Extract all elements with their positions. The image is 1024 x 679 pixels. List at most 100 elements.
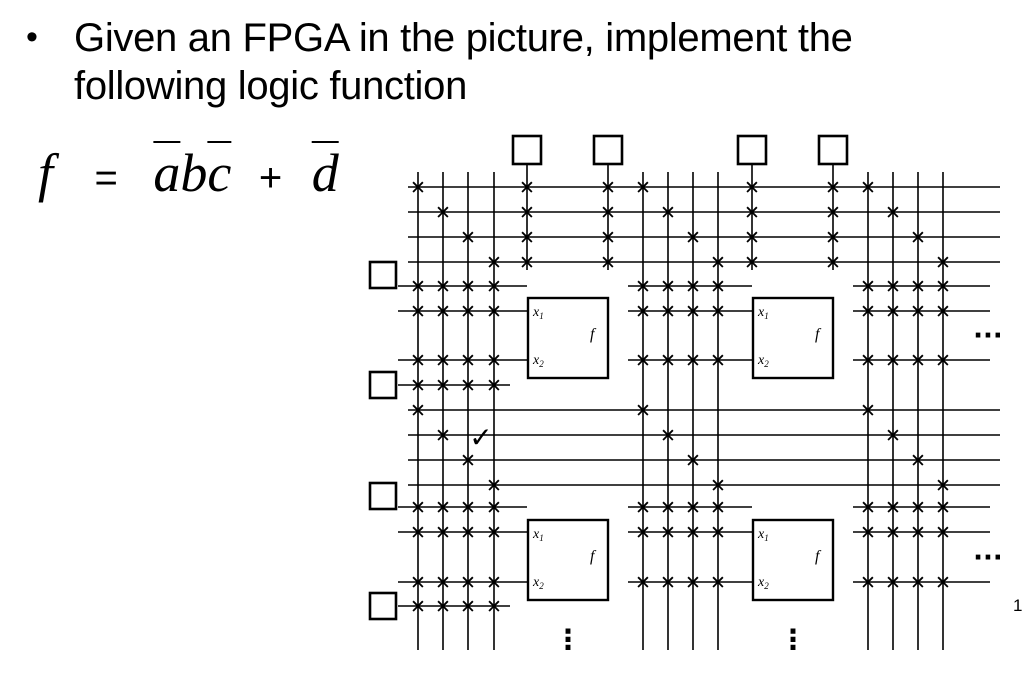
switch-cross: ✕ [935, 522, 951, 544]
continuation-right: ··· [973, 321, 1000, 351]
input-x1-label: x1 [532, 527, 544, 543]
switch-cross: ✕ [710, 276, 726, 298]
input-x1-sub: 1 [764, 311, 769, 321]
switch-cross: ✕ [744, 177, 760, 199]
switch-cross: ✕ [635, 572, 651, 594]
check-mark: ✓ [469, 421, 492, 454]
switch-cross: ✕ [710, 497, 726, 519]
switch-cross: ✕ [885, 522, 901, 544]
logic-block [526, 296, 610, 380]
switch-cross: ✕ [635, 497, 651, 519]
switch-cross: ✕ [660, 497, 676, 519]
logic-block [526, 518, 610, 602]
switch-cross: ✕ [860, 400, 876, 422]
switch-cross: ✕ [410, 177, 426, 199]
switch-cross: ✕ [435, 276, 451, 298]
switch-cross: ✕ [486, 350, 502, 372]
switch-cross: ✕ [910, 350, 926, 372]
switch-cross: ✕ [935, 252, 951, 274]
switch-cross: ✕ [410, 522, 426, 544]
formula-equals: = [94, 156, 118, 200]
switch-cross: ✕ [860, 276, 876, 298]
input-x1-sub: 1 [539, 311, 544, 321]
switch-cross: ✕ [935, 301, 951, 323]
switch-cross: ✕ [685, 350, 701, 372]
switch-cross: ✕ [935, 475, 951, 497]
switch-cross: ✕ [435, 572, 451, 594]
switch-cross: ✕ [435, 596, 451, 618]
switch-cross: ✕ [825, 227, 841, 249]
output-f-label: f [590, 326, 597, 343]
switch-cross: ✕ [486, 375, 502, 397]
switch-cross: ✕ [660, 276, 676, 298]
switch-cross: ✕ [635, 276, 651, 298]
bullet-dot: • [26, 18, 38, 56]
switch-cross: ✕ [460, 497, 476, 519]
switch-cross: ✕ [635, 301, 651, 323]
routing-wires [398, 163, 1000, 650]
switch-cross: ✕ [410, 497, 426, 519]
bullet-text: Given an FPGA in the picture, implement … [74, 14, 994, 110]
switch-cross: ✕ [410, 350, 426, 372]
logic-block [751, 518, 835, 602]
switch-cross: ✕ [635, 177, 651, 199]
input-x1-label: x1 [757, 305, 769, 321]
formula-d-bar: d [311, 143, 339, 203]
io-pin-left [368, 481, 398, 511]
switch-cross: ✕ [460, 227, 476, 249]
io-pins [368, 134, 849, 621]
switch-cross: ✕ [910, 572, 926, 594]
switch-cross: ✕ [825, 177, 841, 199]
switch-cross: ✕ [435, 301, 451, 323]
switch-cross: ✕ [710, 350, 726, 372]
logic-block [751, 296, 835, 380]
switch-cross: ✕ [410, 301, 426, 323]
switch-cross: ✕ [519, 227, 535, 249]
input-x2-sub: 2 [539, 359, 544, 369]
switch-cross: ✕ [460, 596, 476, 618]
switch-cross: ✕ [519, 177, 535, 199]
switch-cross: ✕ [410, 400, 426, 422]
switch-cross: ✕ [910, 497, 926, 519]
switch-cross: ✕ [910, 450, 926, 472]
switch-cross: ✕ [486, 276, 502, 298]
switch-cross: ✕ [685, 497, 701, 519]
input-x1-label: x1 [532, 305, 544, 321]
switch-cross: ✕ [744, 252, 760, 274]
switch-cross: ✕ [710, 252, 726, 274]
slide-number: 1 [1013, 596, 1023, 615]
switch-cross: ✕ [935, 350, 951, 372]
switch-cross: ✕ [435, 375, 451, 397]
programmable-switches: ✕ ✕ ✕ ✕ ✕ ✕ ✕ ✕ ✕ ✕ ✕ ✕ ✕ ✕ ✕ ✕ ✕ ✕ ✕ ✕ ✕ ✕ ✕ ✕ ✕ ✕ ✕ ✕ ✕ ✕ ✕ ✕ ✕ ✕ ✕ ✕ ✕ ✕ ✕ ✕… [410, 177, 951, 618]
switch-cross: ✕ [435, 425, 451, 447]
switch-cross: ✕ [486, 596, 502, 618]
input-x2-sub: 2 [539, 581, 544, 591]
switch-cross: ✕ [600, 202, 616, 224]
switch-cross: ✕ [860, 497, 876, 519]
switch-cross: ✕ [660, 350, 676, 372]
switch-cross: ✕ [410, 596, 426, 618]
io-pin-left [368, 591, 398, 621]
switch-cross: ✕ [825, 252, 841, 274]
switch-cross: ✕ [860, 522, 876, 544]
formula-c-bar: c [207, 143, 232, 203]
bullet-text-line-2: following logic function [74, 64, 468, 108]
switch-cross: ✕ [519, 252, 535, 274]
switch-cross: ✕ [460, 522, 476, 544]
io-pin-top [592, 134, 624, 166]
switch-cross: ✕ [935, 497, 951, 519]
switch-cross: ✕ [460, 350, 476, 372]
switch-cross: ✕ [460, 572, 476, 594]
switch-cross: ✕ [486, 572, 502, 594]
io-pin-top [817, 134, 849, 166]
switch-cross: ✕ [860, 301, 876, 323]
output-f-label: f [815, 326, 822, 343]
io-pin-top [736, 134, 768, 166]
switch-cross: ✕ [600, 252, 616, 274]
switch-cross: ✕ [435, 497, 451, 519]
switch-cross: ✕ [910, 522, 926, 544]
switch-cross: ✕ [744, 227, 760, 249]
switch-cross: ✕ [710, 522, 726, 544]
switch-cross: ✕ [910, 276, 926, 298]
